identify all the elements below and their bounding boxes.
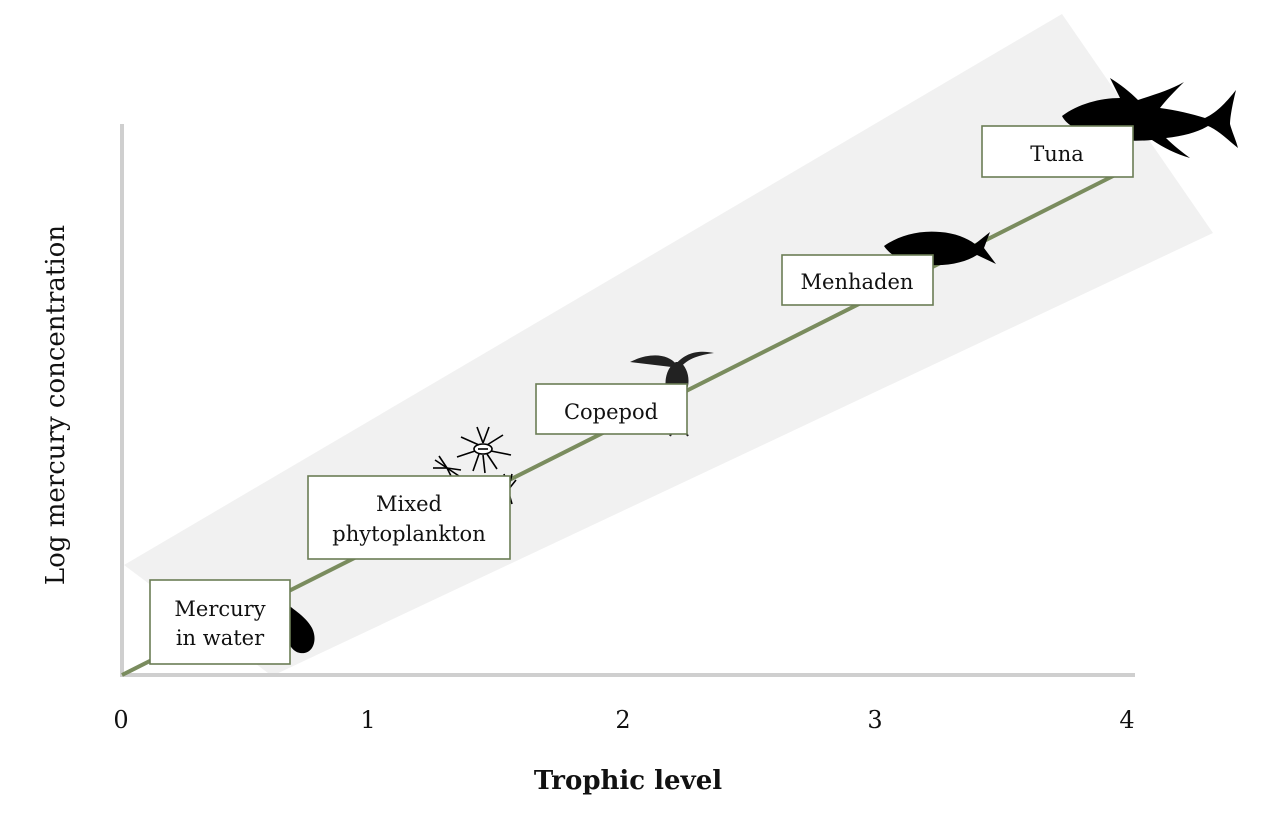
x-tick-label-1: 1 (360, 706, 375, 734)
x-tick-label-2: 2 (615, 706, 630, 734)
label-box-menhaden: Menhaden (781, 254, 934, 306)
label-phytoplankton-line1: Mixed (376, 492, 442, 516)
label-phytoplankton-line2: phytoplankton (332, 522, 485, 546)
x-tick-label-4: 4 (1119, 706, 1134, 734)
label-mercury-line2: in water (176, 626, 265, 650)
confidence-band (124, 14, 1213, 676)
label-tuna: Tuna (1030, 142, 1084, 166)
label-menhaden: Menhaden (801, 270, 914, 294)
x-axis-title: Trophic level (534, 766, 722, 796)
x-tick-label-3: 3 (867, 706, 882, 734)
label-box-copepod: Copepod (535, 383, 688, 435)
label-copepod: Copepod (564, 400, 658, 424)
label-mercury-line1: Mercury (174, 597, 265, 621)
water-drop-icon (283, 600, 315, 654)
label-box-mixed-phytoplankton: Mixed phytoplankton (307, 475, 511, 560)
x-tick-labels: 0 1 2 3 4 (113, 706, 1134, 734)
label-box-mercury-in-water: Mercury in water (149, 579, 291, 665)
y-axis-title: Log mercury concentration (41, 225, 71, 585)
x-tick-label-0: 0 (113, 706, 128, 734)
label-box-tuna: Tuna (981, 125, 1134, 178)
